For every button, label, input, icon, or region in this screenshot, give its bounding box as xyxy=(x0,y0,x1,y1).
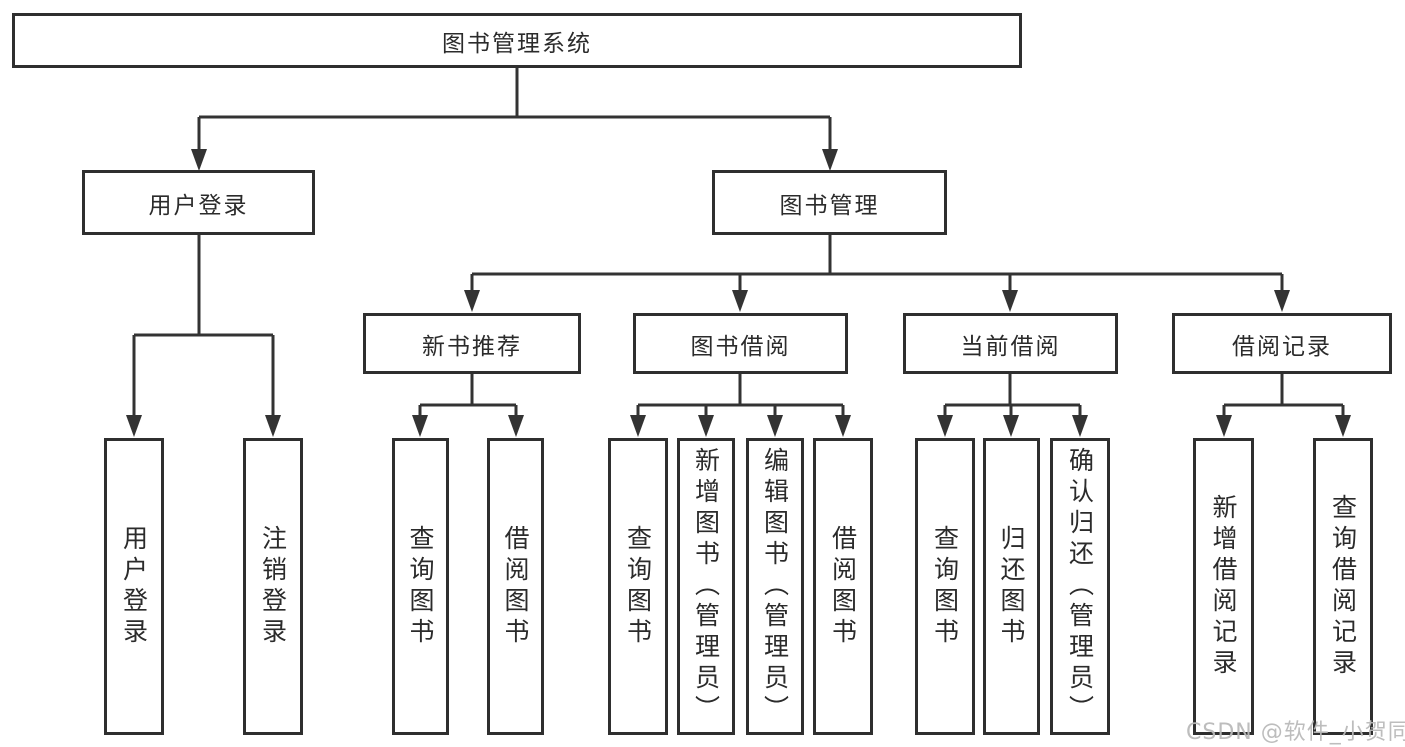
edit-book-admin-leaf: 编辑图书（管理员） xyxy=(746,438,804,735)
add-borrow-record-leaf: 新增借阅记录 xyxy=(1193,438,1254,735)
logout-leaf: 注销登录 xyxy=(243,438,303,735)
connector-borrow-record xyxy=(1222,374,1345,417)
csdn-watermark: CSDN @软件_小贺同学 xyxy=(1186,720,1405,745)
new-book-recommend-node: 新书推荐 xyxy=(363,313,581,374)
query-book-leaf-3: 查询图书 xyxy=(915,438,975,735)
query-book-leaf-1: 查询图书 xyxy=(392,438,449,735)
query-book-leaf-2: 查询图书 xyxy=(608,438,668,735)
add-book-admin-leaf: 新增图书（管理员） xyxy=(677,438,735,735)
borrow-record-node: 借阅记录 xyxy=(1172,313,1392,374)
borrow-book-leaf-1: 借阅图书 xyxy=(487,438,544,735)
user-login-node: 用户登录 xyxy=(82,170,315,235)
root-node-library-system: 图书管理系统 xyxy=(12,13,1022,68)
connector-new-book-recommend xyxy=(418,374,518,417)
borrow-book-leaf-2: 借阅图书 xyxy=(813,438,873,735)
connector-user-login xyxy=(132,235,275,417)
current-borrow-node: 当前借阅 xyxy=(903,313,1118,374)
connector-book-management xyxy=(470,235,1284,292)
return-book-leaf: 归还图书 xyxy=(983,438,1040,735)
book-management-node: 图书管理 xyxy=(712,170,947,235)
connector-root xyxy=(197,68,832,151)
connector-current-borrow xyxy=(943,374,1082,417)
book-borrow-node: 图书借阅 xyxy=(633,313,848,374)
confirm-return-admin-leaf: 确认归还（管理员） xyxy=(1050,438,1110,735)
connector-book-borrow xyxy=(636,374,845,417)
query-borrow-record-leaf: 查询借阅记录 xyxy=(1313,438,1373,735)
user-login-leaf: 用户登录 xyxy=(104,438,164,735)
